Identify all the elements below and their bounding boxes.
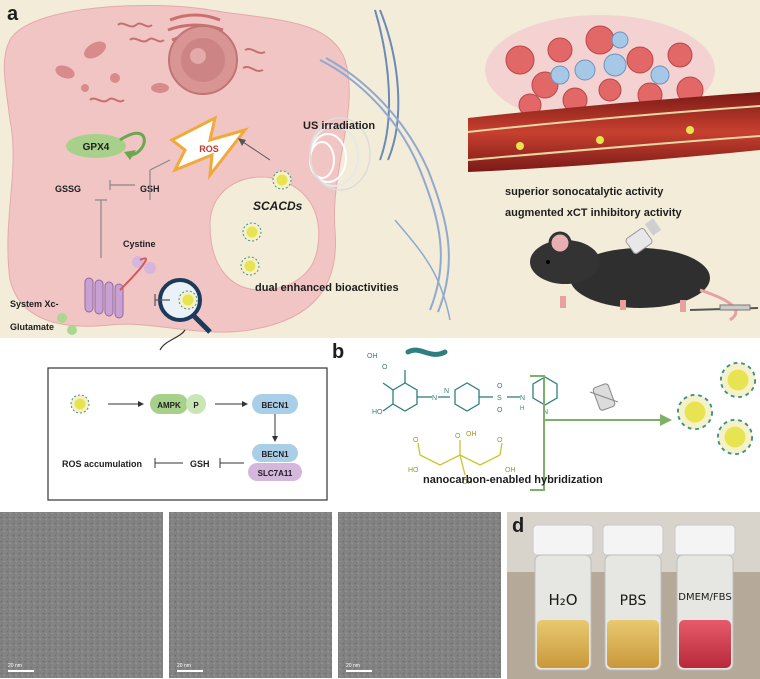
atom-oh1: OH	[367, 353, 378, 360]
atom-o-ca1: O	[413, 437, 419, 444]
us-waves	[309, 117, 371, 191]
vial-pbs	[602, 524, 664, 671]
dual-enhanced-label: dual enhanced bioactivities	[255, 282, 399, 294]
merge-bracket	[530, 375, 545, 491]
panel-label-a: a	[7, 3, 19, 25]
scale-bar-1	[8, 670, 34, 672]
p-label: P	[193, 401, 199, 410]
system-xc-transporter	[84, 257, 147, 319]
atom-ho-ca1: HO	[408, 467, 419, 474]
endocytic-vesicle	[209, 176, 320, 291]
slc7a11-label: SLC7A11	[258, 469, 293, 478]
scale-bar-3	[346, 670, 372, 672]
atom-o-s1: O	[497, 383, 503, 390]
vial-label-h2o: H₂O	[548, 591, 577, 609]
atom-oh-ca2: OH	[462, 479, 473, 486]
atom-ho1: HO	[372, 409, 383, 416]
ros-label: ROS	[199, 144, 219, 154]
citric-acid-structure	[417, 440, 503, 476]
atom-n2: N	[444, 388, 449, 395]
gssg-label: GSSG	[55, 184, 81, 194]
scacd-particle	[242, 222, 262, 242]
augmented-xct-label: augmented xCT inhibitory activity	[505, 207, 683, 219]
dna-strands	[319, 9, 451, 321]
becn1-bottom-box	[252, 444, 298, 462]
atom-n-pyr: N	[543, 409, 548, 416]
atom-nh: N	[520, 395, 525, 402]
scacd-particle	[240, 256, 260, 276]
tem-image-2	[169, 512, 332, 678]
gpx4-label: GPX4	[83, 142, 110, 153]
panel-label-b: b	[332, 341, 344, 363]
scale-label-1: 20 nm	[8, 663, 22, 669]
atom-o-ca2: O	[455, 433, 461, 440]
scacds-label: SCACDs	[253, 199, 303, 213]
becn1-top-box	[252, 394, 298, 414]
glutamate-dot	[57, 313, 67, 323]
gsh-label-pathway: GSH	[190, 459, 210, 469]
system-xc-label: System Xc-	[10, 299, 59, 309]
scale-label-2: 20 nm	[177, 663, 191, 669]
nanocarbon-label: nanocarbon-enabled hybridization	[423, 474, 603, 486]
sonicator-icon	[589, 383, 619, 411]
mouse-illustration	[530, 218, 759, 322]
atom-ho-ca2: OH	[505, 467, 516, 474]
cystine-label: Cystine	[123, 239, 156, 249]
p-circle	[186, 394, 206, 414]
tem-image-1	[0, 512, 163, 678]
scacd-particle	[70, 394, 90, 414]
panel-label-d: d	[512, 515, 524, 537]
atom-o1: O	[382, 364, 388, 371]
gpx4-arrow	[119, 131, 146, 157]
scacd-particle	[272, 170, 292, 190]
superior-sonocatalytic-label: superior sonocatalytic activity	[505, 186, 664, 198]
scale-label-3: 20 nm	[346, 663, 360, 669]
becn1-bottom-label: BECN1	[261, 450, 289, 459]
scale-bar-2	[177, 670, 203, 672]
vial-label-pbs: PBS	[620, 593, 647, 609]
atom-oh-ca1: OH	[466, 431, 477, 438]
gpx4-shape	[66, 134, 126, 158]
tumor-vessel	[467, 15, 760, 172]
atom-o-ca3: O	[497, 437, 503, 444]
vial-h2o	[532, 524, 594, 671]
panel-d: d H₂O PBS DMEM/FBS	[507, 512, 760, 679]
ros-accumulation-label: ROS accumulation	[62, 459, 142, 469]
atom-n1: N	[432, 395, 437, 402]
magnifier-icon	[154, 278, 212, 334]
tem-image-3	[338, 512, 501, 678]
pathway-box: AMPK P BECN1 BECN1 SLC7A11 GSH ROS accum…	[0, 329, 760, 508]
scacds-ros-arrow	[239, 139, 271, 161]
atom-s: S	[497, 395, 502, 402]
carbon-chain-icon	[405, 347, 448, 357]
ampk-box	[150, 394, 188, 414]
panel-a: GPX4 GSSG GSH ROS SCACDs US irradiation	[0, 0, 760, 338]
ampk-label: AMPK	[157, 401, 181, 410]
atom-h: H	[520, 406, 524, 412]
us-irradiation-label: US irradiation	[303, 120, 375, 132]
slc7a11-box	[248, 463, 302, 481]
atom-o-s2: O	[497, 407, 503, 414]
vial-dmem-fbs	[674, 524, 736, 671]
glutamate-label: Glutamate	[10, 322, 54, 332]
becn1-top-label: BECN1	[261, 401, 289, 410]
panel-b: b OH O HO N N S O O N H N	[332, 341, 757, 491]
ros-burst	[169, 115, 250, 181]
vial-label-dmem: DMEM/FBS	[678, 592, 731, 603]
organelles	[55, 13, 266, 103]
